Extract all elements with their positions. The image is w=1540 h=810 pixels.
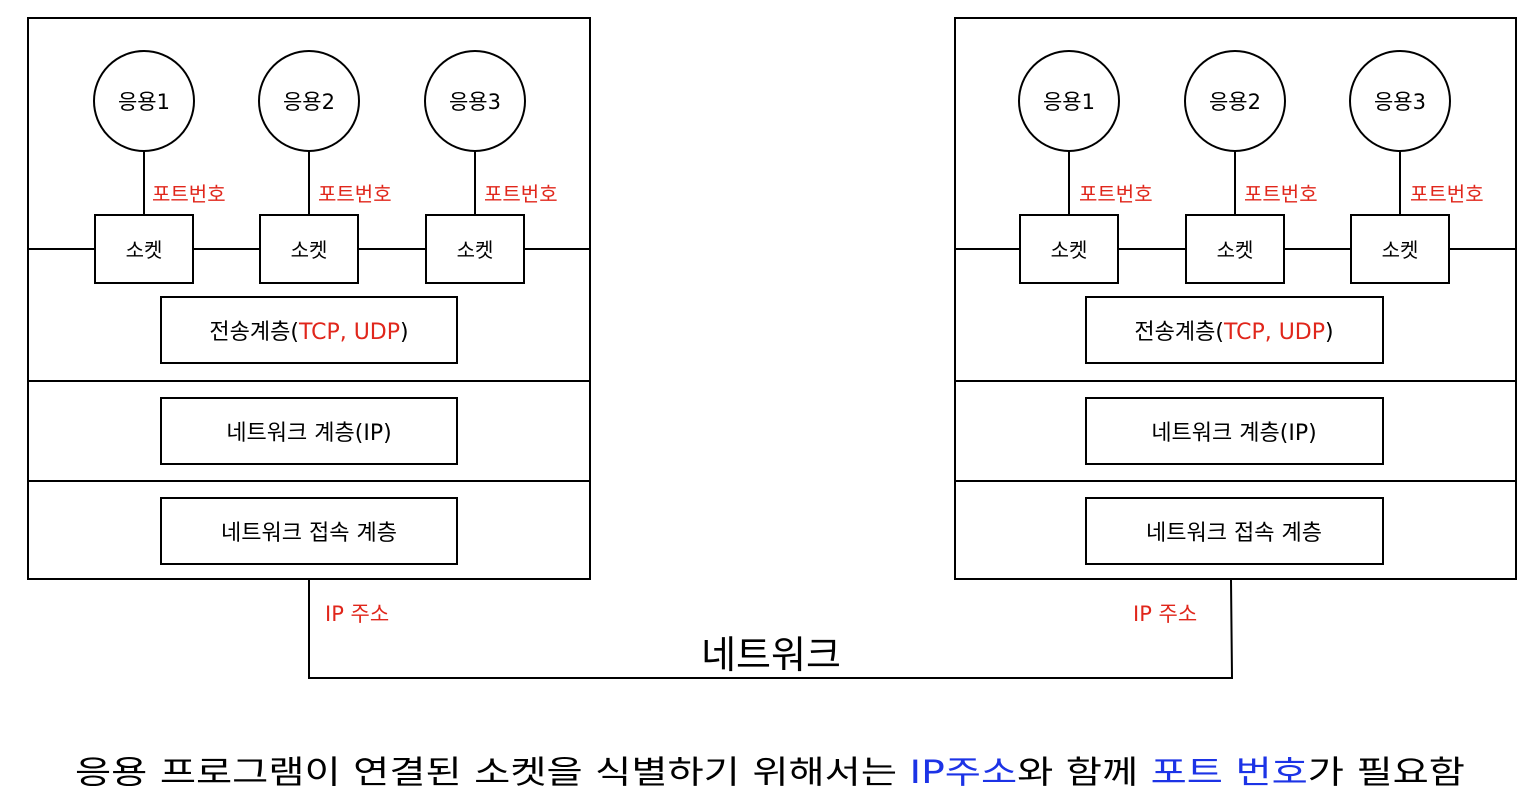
port-number-label: 포트번호 (1410, 182, 1484, 206)
port-number-label: 포트번호 (318, 182, 392, 206)
access-layer-label: 네트워크 접속 계층 (221, 521, 397, 546)
transport-layer-label: 전송계층(TCP, UDP) (209, 320, 408, 345)
access-layer-box (160, 497, 458, 565)
app-label: 응용1 (118, 90, 170, 114)
host-left: 응용1 포트번호 소켓 응용2 포트번호 소켓 응용3 포트번호 소켓 전송계층… (27, 17, 591, 626)
network-layer-label: 네트워크 계층(IP) (1151, 421, 1316, 446)
network-layer-box (160, 397, 458, 465)
port-number-label: 포트번호 (1244, 182, 1318, 206)
socket-label: 소켓 (1051, 238, 1088, 262)
socket-box (1350, 214, 1450, 284)
app-label: 응용2 (1209, 90, 1261, 114)
socket-label: 소켓 (291, 238, 328, 262)
transport-layer-box (1085, 296, 1384, 364)
access-layer-box (1085, 497, 1384, 565)
app-label: 응용3 (449, 90, 501, 114)
ip-address-label: IP 주소 (325, 602, 389, 626)
port-number-label: 포트번호 (484, 182, 558, 206)
socket-label: 소켓 (457, 238, 494, 262)
socket-box (259, 214, 359, 284)
transport-layer-box (160, 296, 458, 364)
access-layer-label: 네트워크 접속 계층 (1146, 521, 1322, 546)
transport-layer-label: 전송계층(TCP, UDP) (1134, 320, 1333, 345)
app-label: 응용2 (283, 90, 335, 114)
network-label: 네트워크 (701, 633, 841, 677)
socket-box (1185, 214, 1285, 284)
network-layer-box (1085, 397, 1384, 465)
ip-address-label: IP 주소 (1133, 602, 1197, 626)
port-number-label: 포트번호 (152, 182, 226, 206)
app-label: 응용1 (1043, 90, 1095, 114)
network-layer-label: 네트워크 계층(IP) (226, 421, 391, 446)
socket-label: 소켓 (1217, 238, 1254, 262)
socket-label: 소켓 (1382, 238, 1419, 262)
socket-box (94, 214, 194, 284)
socket-box (425, 214, 525, 284)
network-link-line (308, 579, 1234, 679)
host-right: 응용1 포트번호 소켓 응용2 포트번호 소켓 응용3 포트번호 소켓 전송계층… (954, 17, 1517, 626)
socket-box (1019, 214, 1119, 284)
app-label: 응용3 (1374, 90, 1426, 114)
socket-label: 소켓 (126, 238, 163, 262)
port-number-label: 포트번호 (1079, 182, 1153, 206)
